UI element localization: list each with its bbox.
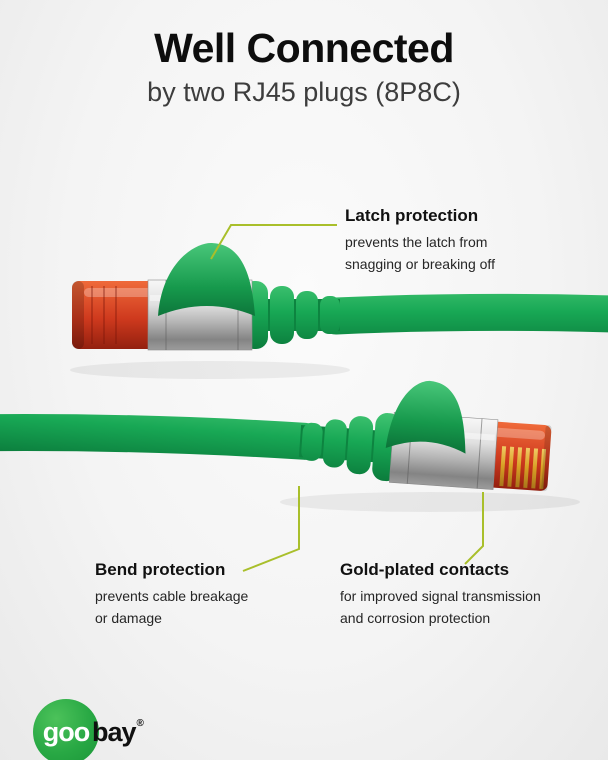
callout-bend-protection: Bend protection prevents cable breakage … (95, 560, 315, 629)
latch-leader-line (210, 224, 337, 260)
upper-plug-head (72, 281, 170, 349)
upper-connector-shadow (70, 361, 350, 379)
callout-latch-protection: Latch protection prevents the latch from… (345, 206, 555, 275)
callout-gold-contacts: Gold-plated contacts for improved signal… (340, 560, 570, 629)
callout-latch-body: prevents the latch from snagging or brea… (345, 234, 495, 272)
bend-leader-line (242, 486, 300, 572)
lower-connector (0, 380, 552, 492)
upper-bend-boot (240, 281, 340, 349)
callout-gold-body: for improved signal transmission and cor… (340, 588, 541, 626)
gold-leader-line (464, 492, 484, 565)
lower-connector-shadow (280, 492, 580, 512)
callout-bend-body: prevents cable breakage or damage (95, 588, 249, 626)
logo-text-goo: goo (42, 716, 90, 747)
upper-connector (72, 242, 608, 351)
logo-text-bay: bay (92, 716, 137, 747)
page-title: Well Connected (154, 25, 454, 71)
logo-green-disc: goo (33, 699, 99, 760)
callout-bend-title: Bend protection (95, 560, 226, 579)
goobay-logo: goo bay ® (33, 699, 144, 760)
page-subtitle: by two RJ45 plugs (8P8C) (147, 77, 461, 108)
callout-gold-title: Gold-plated contacts (340, 560, 510, 579)
lower-gold-contacts (499, 425, 552, 492)
registered-mark: ® (136, 717, 144, 729)
lower-cable (0, 414, 324, 460)
callout-latch-title: Latch protection (345, 206, 479, 225)
lower-latch-hood (385, 380, 466, 454)
header: Well Connected by two RJ45 plugs (8P8C) (0, 0, 608, 108)
upper-cable (317, 293, 608, 335)
upper-latch-hood (158, 242, 255, 316)
